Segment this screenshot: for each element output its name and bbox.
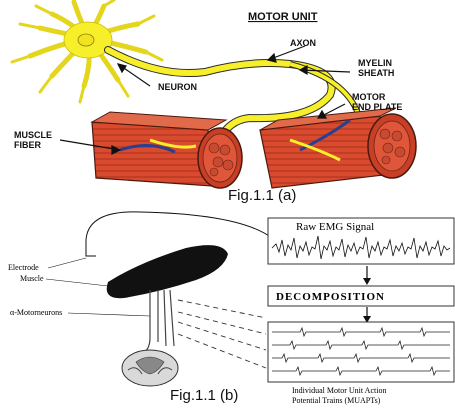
fiber-label: FIBER <box>14 140 42 150</box>
caption-a: Fig.1.1 (a) <box>228 187 296 204</box>
muapt-box <box>268 322 454 382</box>
dashed-projection-lines <box>178 300 266 368</box>
muscle-fiber-right <box>260 108 416 188</box>
panel-b: Electrode Muscle α-Motorneurons Raw EMG … <box>8 212 454 405</box>
caption-b: Fig.1.1 (b) <box>170 387 238 404</box>
spinal-cord <box>122 350 178 386</box>
sheath-label: SHEATH <box>358 68 394 78</box>
muapt-label-line2: Potential Trains (MUAPTs) <box>292 396 381 405</box>
decomposition-label: DECOMPOSITION <box>276 291 385 303</box>
neuron-label: NEURON <box>158 82 197 92</box>
motor-unit-title: MOTOR UNIT <box>248 11 318 23</box>
electrode-cable <box>86 212 272 240</box>
muscle-label: MUSCLE <box>14 130 52 140</box>
end-plate-label: END PLATE <box>352 102 402 112</box>
muapt-label-line1: Individual Motor Unit Action <box>292 386 386 395</box>
myelin-label: MYELIN <box>358 58 392 68</box>
electrode-label: Electrode <box>8 263 39 272</box>
axon-label: AXON <box>290 38 316 48</box>
nerve-trunk <box>138 290 174 356</box>
muscle-shape <box>107 245 228 298</box>
raw-emg-label: Raw EMG Signal <box>296 221 374 233</box>
neuron-illustration <box>12 0 162 102</box>
motor-label: MOTOR <box>352 92 386 102</box>
motorneurons-label: α-Motorneurons <box>10 308 62 317</box>
muscle-label-b: Muscle <box>20 274 44 283</box>
panel-a: MOTOR UNIT AXON MYELIN SHEATH NEURON MOT… <box>12 0 416 204</box>
